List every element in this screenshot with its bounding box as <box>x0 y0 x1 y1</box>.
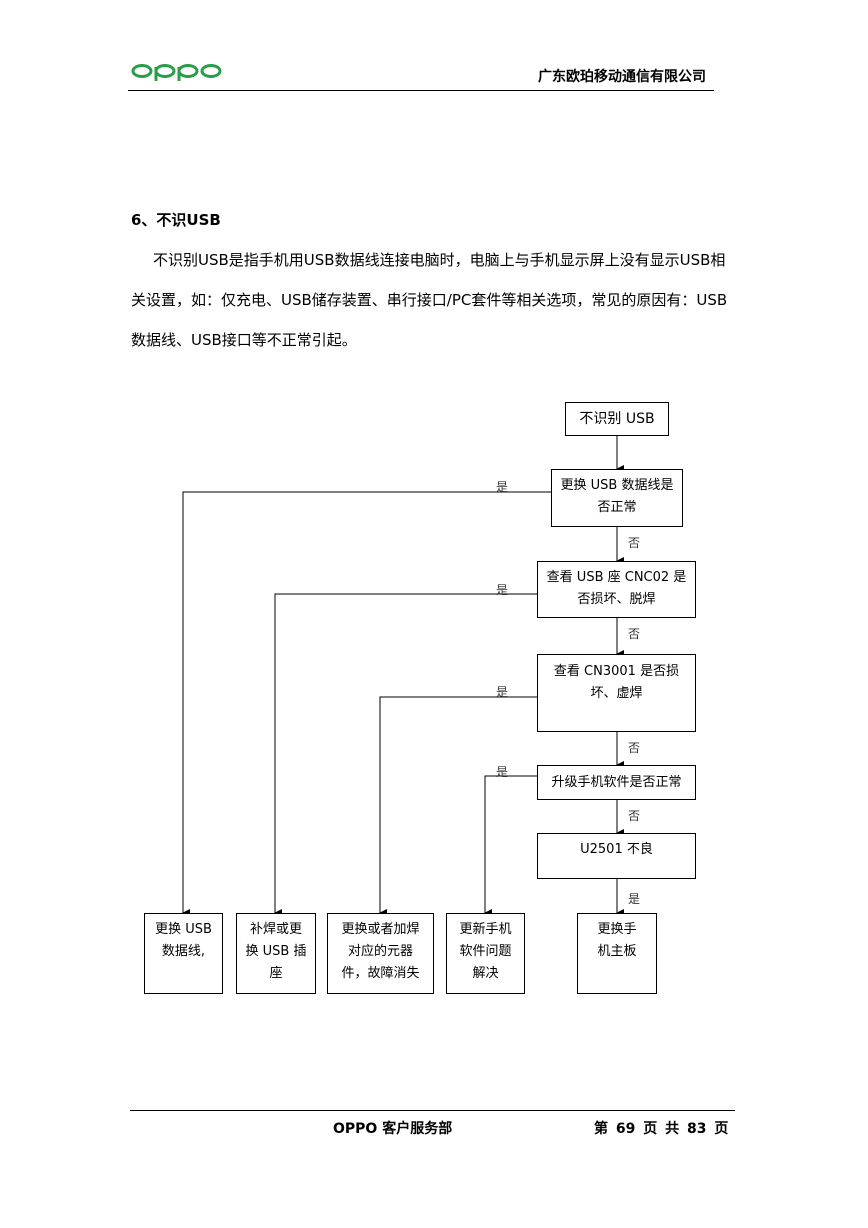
flow-outcome-line: 座 <box>269 966 283 981</box>
section-paragraph: 不识别USB是指手机用USB数据线连接电脑时，电脑上与手机显示屏上没有显示USB… <box>131 240 737 360</box>
header-divider <box>128 90 714 91</box>
footer-divider <box>130 1110 735 1111</box>
paragraph-line: 数据线、USB接口等不正常引起。 <box>131 331 357 349</box>
flow-outcome-box: 更新手机 软件问题 解决 <box>446 913 525 994</box>
no-label: 否 <box>628 741 641 755</box>
flow-step-line: 否损坏、脱焊 <box>577 592 656 607</box>
flow-outcome-line: 机主板 <box>597 944 637 959</box>
flow-step-line: 否正常 <box>597 500 637 515</box>
yes-label: 是 <box>496 583 509 597</box>
yes-label: 是 <box>496 480 509 494</box>
flow-outcome-line: 换 USB 插 <box>245 944 307 959</box>
flow-step-line: 查看 CN3001 是否损 <box>553 664 680 679</box>
flow-outcome-line: 更换 USB <box>155 922 212 937</box>
paragraph-line: 不识别USB是指手机用USB数据线连接电脑时，电脑上与手机显示屏上没有显示USB… <box>153 251 726 269</box>
flow-outcome-box: 补焊或更 换 USB 插 座 <box>236 913 316 994</box>
yes-label: 是 <box>628 892 641 906</box>
company-name: 广东欧珀移动通信有限公司 <box>538 69 706 85</box>
flow-step-box: U2501 不良 <box>537 833 696 879</box>
flow-start-label: 不识别 USB <box>579 411 655 427</box>
flow-step-line: 更换 USB 数据线是 <box>560 478 674 493</box>
flow-step-box: 更换 USB 数据线是 否正常 <box>551 469 683 527</box>
no-label: 否 <box>628 536 641 550</box>
flow-outcome-line: 补焊或更 <box>249 922 302 937</box>
flow-outcome-box: 更换 USB 数据线, <box>144 913 223 994</box>
flow-outcome-line: 更换手 <box>597 922 637 937</box>
flow-step-line: 坏、虚焊 <box>590 686 643 701</box>
flow-outcome-box: 更换手 机主板 <box>577 913 657 994</box>
flow-outcome-line: 更换或者加焊 <box>341 922 420 937</box>
yes-label: 是 <box>496 685 509 699</box>
flow-outcome-line: 更新手机 <box>459 922 512 937</box>
flow-outcome-line: 对应的元器 <box>347 944 413 959</box>
flow-outcome-line: 软件问题 <box>459 944 512 959</box>
flow-outcome-line: 件，故障消失 <box>341 966 420 981</box>
footer-page-info: 第 69 页 共 83 页 <box>594 1121 729 1137</box>
footer-department: OPPO 客户服务部 <box>333 1121 453 1137</box>
flow-start-box: 不识别 USB <box>565 402 669 436</box>
flow-step-line: 升级手机软件是否正常 <box>551 775 682 790</box>
flow-outcome-line: 数据线, <box>161 944 206 959</box>
flow-outcome-line: 解决 <box>472 966 499 981</box>
yes-label: 是 <box>496 765 509 779</box>
section-heading: 6、不识USB <box>131 211 221 229</box>
flow-step-box: 升级手机软件是否正常 <box>537 765 696 800</box>
flow-step-box: 查看 CN3001 是否损 坏、虚焊 <box>537 654 696 732</box>
no-label: 否 <box>628 809 641 823</box>
flow-outcome-box: 更换或者加焊 对应的元器 件，故障消失 <box>327 913 434 994</box>
no-label: 否 <box>628 627 641 641</box>
oppo-logo <box>130 60 225 82</box>
flow-step-line: 查看 USB 座 CNC02 是 <box>546 570 687 585</box>
paragraph-line: 关设置，如：仅充电、USB储存装置、串行接口/PC套件等相关选项，常见的原因有：… <box>131 291 728 309</box>
flow-step-line: U2501 不良 <box>580 842 653 857</box>
flow-step-box: 查看 USB 座 CNC02 是 否损坏、脱焊 <box>537 561 696 618</box>
